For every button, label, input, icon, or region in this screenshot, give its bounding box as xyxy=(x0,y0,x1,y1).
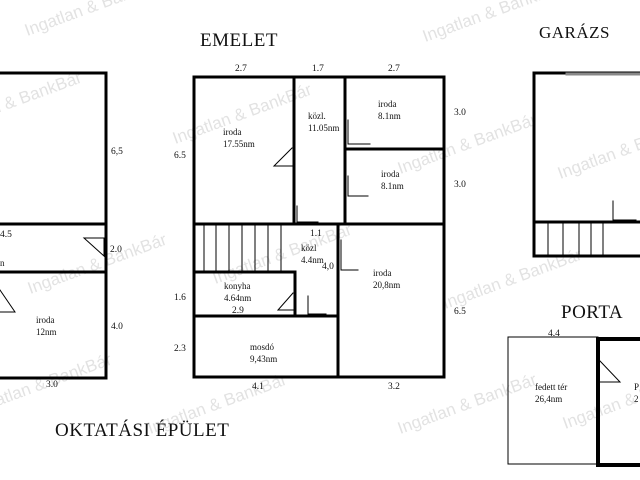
dim-label: 4.5 xyxy=(0,230,12,240)
left-plan-walls xyxy=(0,71,108,380)
room-name: iroda xyxy=(378,99,397,109)
room-area: 11.05nm xyxy=(308,123,340,133)
dim-label: 6.5 xyxy=(454,307,466,317)
dim-label: 3.0 xyxy=(454,180,466,190)
room-label-kozl: közl 4.4nm xyxy=(301,242,324,266)
dim-label: 2.7 xyxy=(388,64,400,74)
porta-plan-walls xyxy=(507,336,640,467)
room-label-kozl: közl. 11.05nm xyxy=(308,110,339,134)
room-name: iroda xyxy=(223,127,242,137)
dim-label: 2.9 xyxy=(232,306,244,316)
room-label-iroda: iroda 12nm xyxy=(36,314,57,338)
dim-label: 1.6 xyxy=(174,293,186,303)
room-name: iroda xyxy=(36,315,55,325)
garazs-plan-walls xyxy=(532,71,640,258)
room-label-mosdo: mosdó 9,43nm xyxy=(250,341,277,365)
dim-label: 3.2 xyxy=(388,382,400,392)
emelet-plan-walls xyxy=(192,75,446,379)
room-name: közl xyxy=(301,243,317,253)
room-label-konyha: konyha 4.64nm xyxy=(224,280,251,304)
room-label-fedett-ter: fedett tér 26,4nm xyxy=(535,381,567,405)
room-label-iroda: iroda 17.55nm xyxy=(223,126,255,150)
dim-label: 2.0 xyxy=(110,245,122,255)
room-name: közl. xyxy=(308,111,326,121)
dim-label: 1.7 xyxy=(312,64,324,74)
room-area: 20,8nm xyxy=(373,280,401,290)
room-label-iroda: iroda 8.1nm xyxy=(381,168,404,192)
dim-label: 4.1 xyxy=(252,382,264,392)
room-area: 4.64nm xyxy=(224,293,252,303)
room-label-iroda: iroda 20,8nm xyxy=(373,267,400,291)
title-emelet: EMELET xyxy=(200,30,278,51)
room-name: P xyxy=(634,382,640,392)
title-garazs: GARÁZS xyxy=(539,23,611,42)
room-name: fedett tér xyxy=(535,382,568,392)
room-name: konyha xyxy=(224,281,251,291)
dim-label: 6.5 xyxy=(174,151,186,161)
room-name: iroda xyxy=(381,169,400,179)
dim-label: 6,5 xyxy=(111,147,123,157)
room-area: 8.1nm xyxy=(381,181,404,191)
room-area: 9,43nm xyxy=(250,354,278,364)
room-area: 17.55nm xyxy=(223,139,255,149)
room-name: iroda xyxy=(373,268,392,278)
dim-label: 3.0 xyxy=(454,108,466,118)
room-area: 2 xyxy=(634,394,639,404)
dim-label: 3.0 xyxy=(46,380,58,390)
room-label-iroda: iroda 8.1nm xyxy=(378,98,401,122)
dim-label: 2.3 xyxy=(174,344,186,354)
room-area: 26,4nm xyxy=(535,394,563,404)
dim-label: 4.0 xyxy=(111,322,123,332)
room-area: 12nm xyxy=(36,327,57,337)
room-name: mosdó xyxy=(250,342,275,352)
dim-label: 2.7 xyxy=(235,64,247,74)
title-porta: PORTA xyxy=(561,302,624,323)
dim-label: 1.1 xyxy=(310,229,322,239)
room-label-porta: P 2 xyxy=(634,381,639,405)
dim-label: 4.4 xyxy=(548,329,560,339)
room-area: 8.1nm xyxy=(378,111,401,121)
room-label-partial: n xyxy=(0,258,5,268)
room-area: 4.4nm xyxy=(301,255,324,265)
dim-label: 4,0 xyxy=(322,262,334,272)
title-oktatasi-epulet: OKTATÁSI ÉPÜLET xyxy=(55,420,230,441)
